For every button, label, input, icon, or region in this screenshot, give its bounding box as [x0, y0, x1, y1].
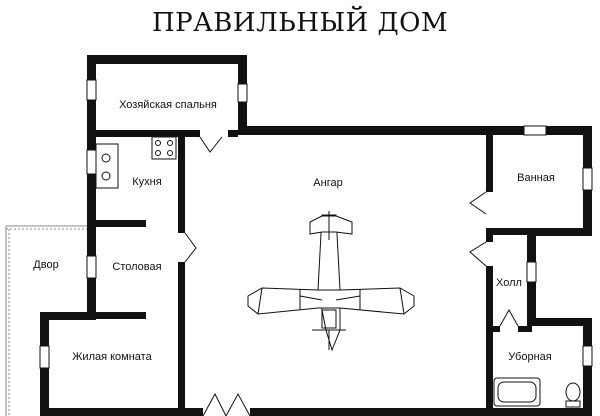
room-label-bathroom: Ванная: [517, 172, 555, 184]
kitchen-counter: [95, 143, 119, 189]
room-label-living: Жилая комната: [72, 351, 152, 363]
bathtub-icon: [493, 377, 541, 407]
wall-bottom-left: [40, 408, 203, 416]
wall-bottom-right: [250, 408, 592, 416]
window-bath: [582, 167, 593, 191]
room-label-toilet: Уборная: [508, 351, 551, 363]
room-label-kitchen: Кухня: [132, 176, 161, 188]
room-label-master-bedroom: Хозяйская спальня: [119, 99, 217, 111]
wall-hall-bottom-b: [518, 326, 532, 332]
room-label-yard: Двор: [33, 259, 58, 271]
wall-hall-left-top: [486, 228, 493, 242]
wall-toilet-left: [486, 326, 493, 408]
stove-icon: [151, 136, 177, 160]
door-bath: [469, 191, 487, 215]
wall-right-step: [527, 228, 592, 236]
window-hall: [526, 261, 537, 283]
window-bedroom-left: [86, 79, 97, 101]
room-label-hangar: Ангар: [313, 177, 342, 189]
wall-inner-lower: [178, 262, 185, 408]
window-toilet: [582, 345, 593, 367]
wall-dining-living: [96, 312, 146, 319]
door-bedroom: [199, 136, 223, 153]
window-hangar-top: [523, 125, 547, 136]
window-bedroom-right: [237, 83, 248, 103]
wall-left-upper: [87, 55, 96, 225]
door-toilet: [499, 308, 519, 327]
yard-fence: [5, 225, 87, 416]
wall-right-lower: [583, 318, 592, 416]
wall-top-hangar: [238, 126, 592, 135]
wall-kitchen-dining: [96, 220, 146, 227]
room-label-dining: Столовая: [112, 261, 161, 273]
room-label-hall: Холл: [496, 277, 522, 289]
wall-living-top: [40, 312, 96, 320]
wall-bath-bottom: [486, 228, 527, 235]
wall-hall-left: [486, 266, 493, 330]
door-garage: [202, 392, 251, 416]
wall-top-bedroom: [87, 55, 247, 64]
window-dining: [86, 255, 97, 279]
wall-inner-upper: [178, 137, 185, 233]
wall-bedroom-bottom: [96, 130, 200, 137]
airplane-icon: [247, 211, 415, 352]
sink-bowl-icon: [101, 153, 111, 163]
wall-bath-left: [486, 135, 493, 192]
window-kitchen: [86, 149, 97, 175]
door-dining: [184, 232, 197, 263]
wall-bedroom-bottom-right: [228, 130, 238, 137]
door-hall: [469, 241, 487, 267]
window-living: [39, 345, 50, 369]
page-title: ПРАВИЛЬНЫЙ ДОМ: [151, 8, 449, 38]
toilet-icon: [565, 382, 581, 402]
wall-right-step2: [527, 318, 592, 326]
sink-bowl-icon: [101, 171, 111, 181]
